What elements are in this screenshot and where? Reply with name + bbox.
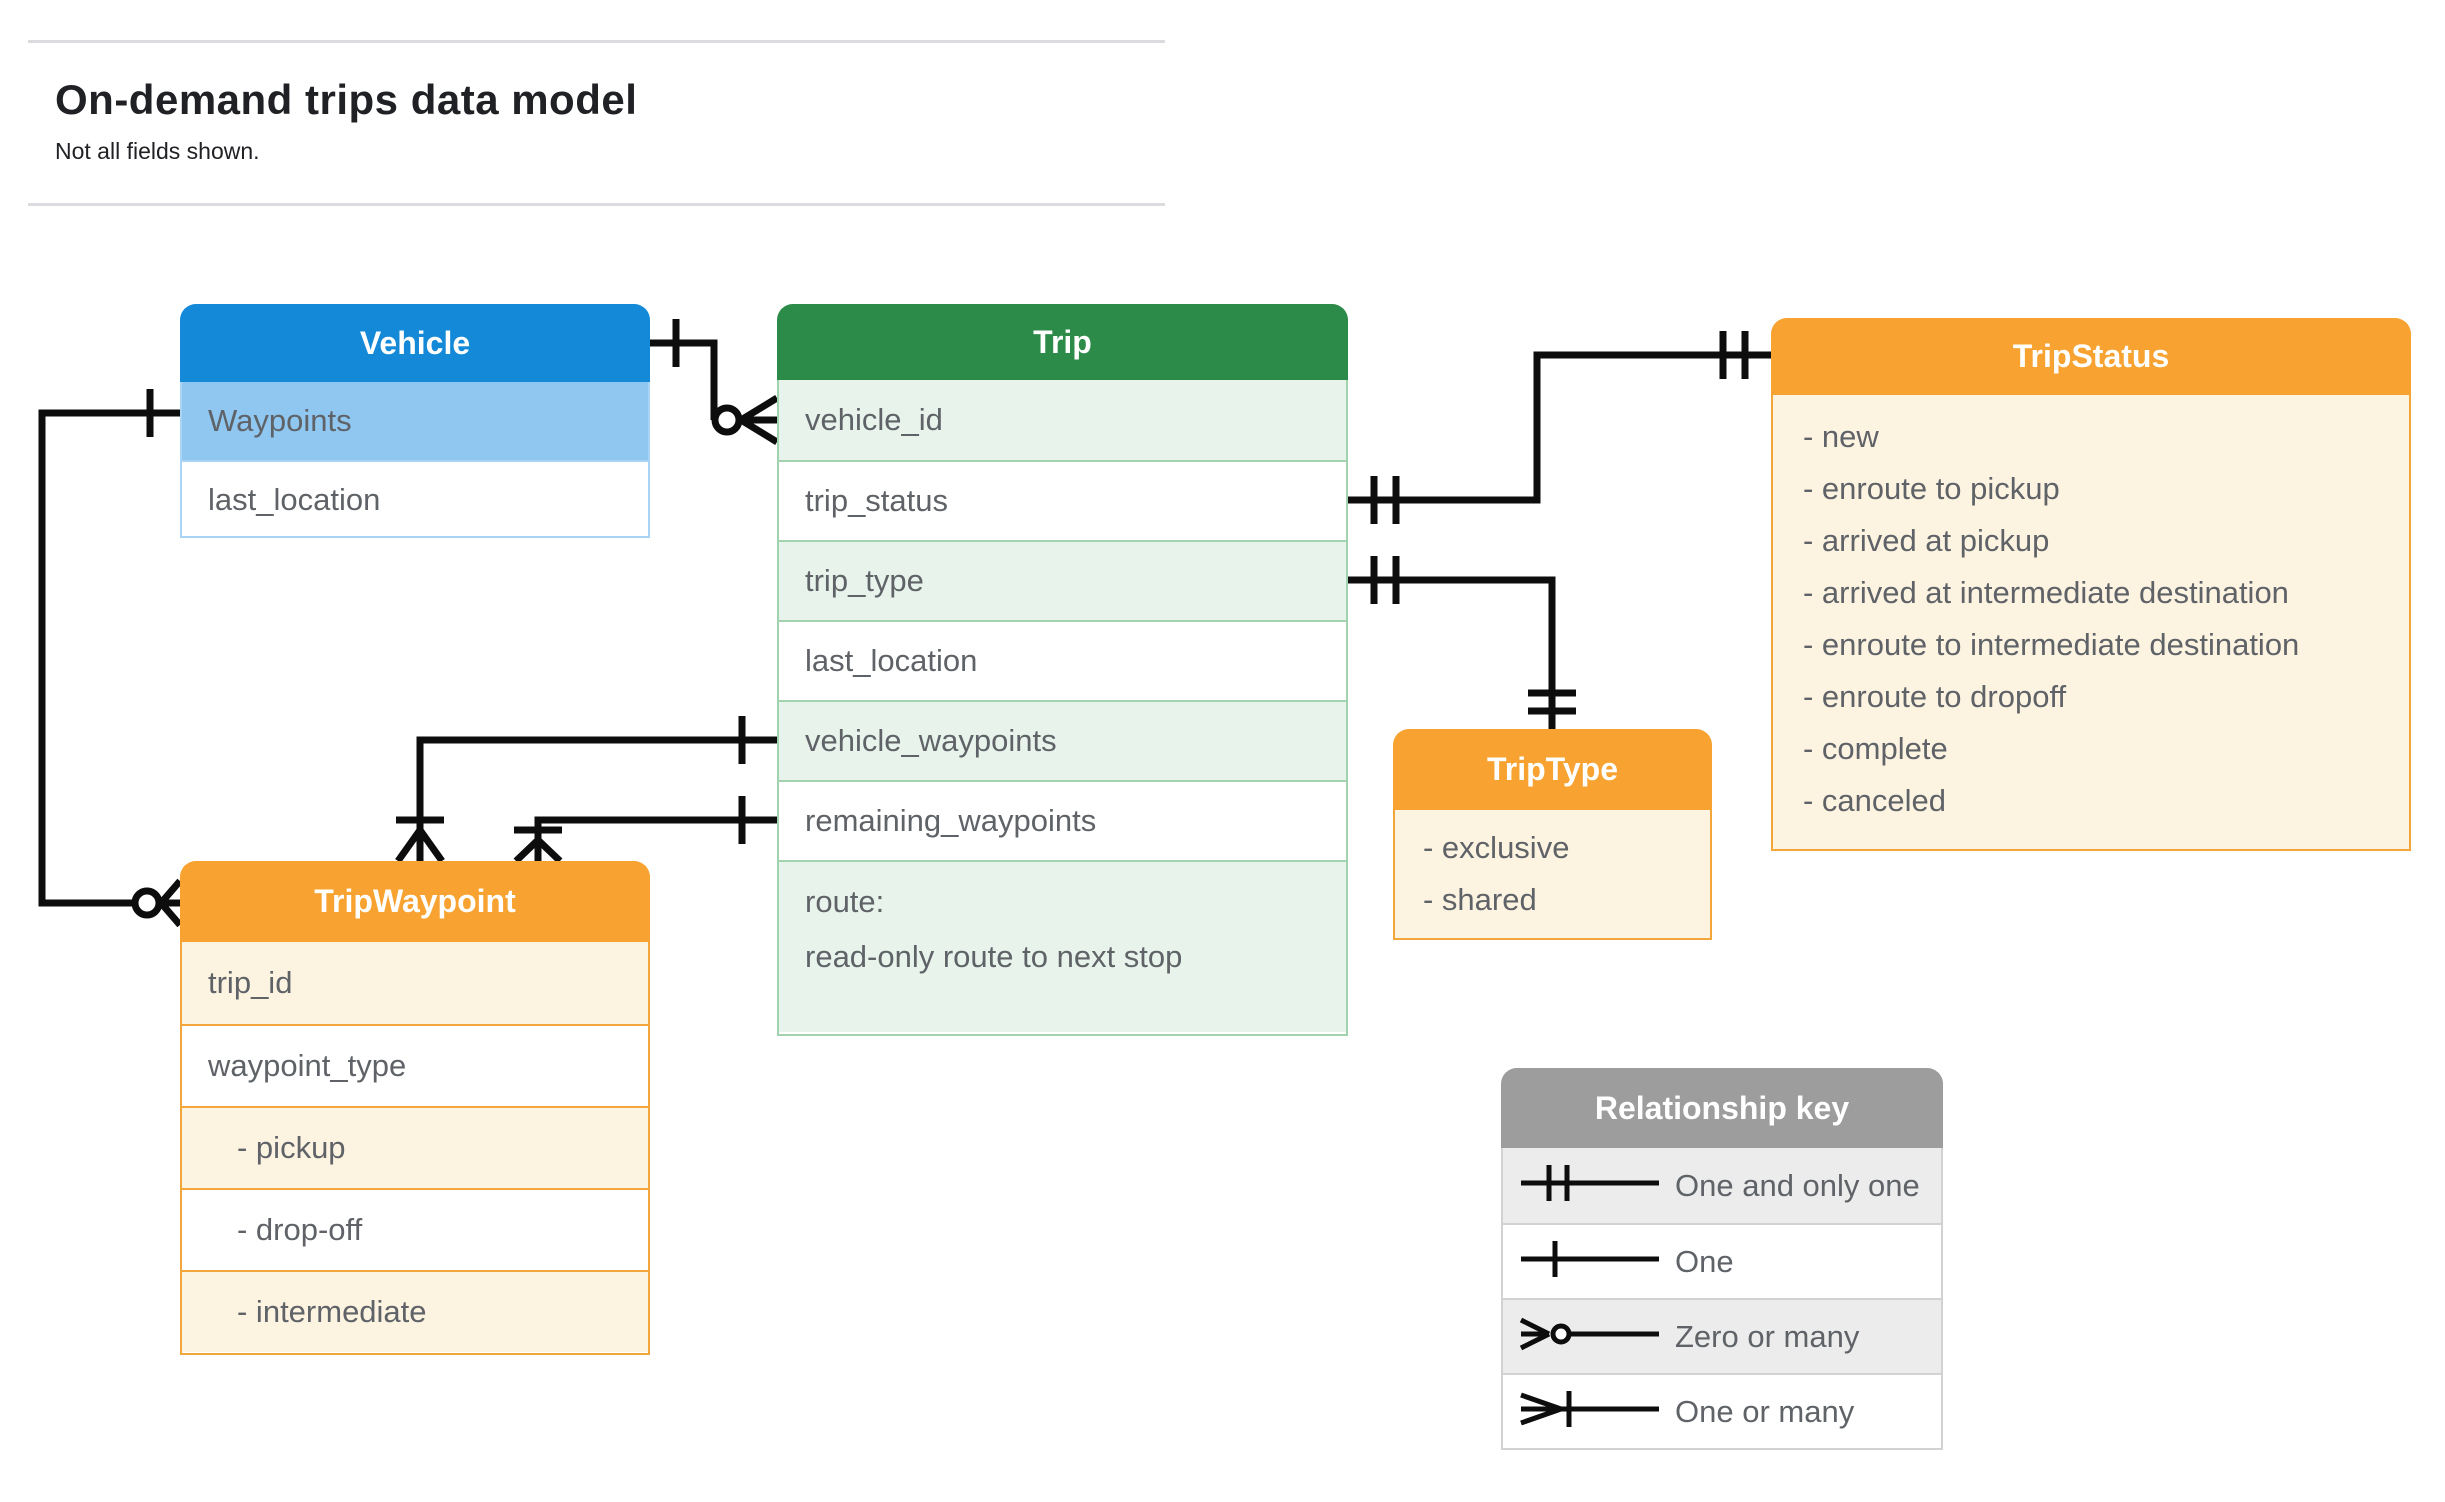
enum-value: - arrived at pickup	[1803, 523, 2050, 558]
entity-title: TripWaypoint	[314, 883, 516, 919]
field-row-remaining-waypoints: remaining_waypoints	[779, 780, 1346, 860]
legend-label: Zero or many	[1675, 1318, 1860, 1354]
entity-vehicle-header: Vehicle	[180, 304, 650, 382]
entity-title: TripStatus	[2012, 338, 2170, 374]
legend-label: One	[1675, 1243, 1734, 1279]
legend-row: One or many	[1503, 1373, 1941, 1448]
field-label: vehicle_id	[805, 402, 943, 437]
one-and-only-one-ticks	[1370, 556, 1400, 604]
field-row-vehicle-id: vehicle_id	[779, 380, 1346, 460]
top-divider	[28, 40, 1165, 43]
connector-remaining-waypoints-field	[513, 796, 777, 864]
page-title: On-demand trips data model	[55, 76, 638, 123]
entity-tripwaypoint-header: TripWaypoint	[180, 861, 650, 942]
connector-vehicle-to-trip	[650, 319, 779, 445]
field-row-trip-status: trip_status	[779, 460, 1346, 540]
relationship-key: Relationship key One and only one One Ze…	[1501, 1068, 1943, 1450]
field-row-waypoint-type: waypoint_type	[182, 1024, 648, 1106]
field-label: Waypoints	[208, 403, 352, 438]
enum-value: - exclusive	[1423, 830, 1570, 865]
route-label: route:	[805, 884, 885, 919]
one-symbol	[1503, 1235, 1675, 1288]
enum-value: - arrived at intermediate destination	[1803, 575, 2289, 610]
enum-value: - enroute to pickup	[1803, 471, 2060, 506]
field-row-last-location: last_location	[182, 460, 648, 538]
entity-trip: Trip vehicle_id trip_status trip_type la…	[777, 304, 1348, 1036]
enum-row-drop-off: - drop-off	[182, 1188, 648, 1270]
field-label: vehicle_waypoints	[805, 723, 1057, 758]
zero-circle	[131, 887, 163, 919]
entity-tripstatus: TripStatus - new - enroute to pickup - a…	[1771, 318, 2411, 851]
legend-label: One and only one	[1675, 1167, 1920, 1203]
route-description: read-only route to next stop	[805, 939, 1183, 974]
triptype-values: - exclusive - shared	[1395, 810, 1710, 938]
field-label: last_location	[208, 482, 381, 517]
one-and-only-one-ticks	[1370, 476, 1400, 524]
field-label: last_location	[805, 643, 978, 678]
enum-value: - pickup	[237, 1130, 346, 1165]
one-and-only-one-symbol	[1503, 1159, 1675, 1212]
field-label: remaining_waypoints	[805, 803, 1097, 838]
crow-foot	[739, 395, 779, 445]
enum-value: - enroute to dropoff	[1803, 679, 2067, 714]
enum-row-pickup: - pickup	[182, 1106, 648, 1188]
relationship-key-header: Relationship key	[1501, 1068, 1943, 1148]
entity-triptype-header: TripType	[1393, 729, 1712, 810]
field-row-waypoints: Waypoints	[182, 382, 648, 460]
connector-vehicle-waypoints-field	[395, 716, 777, 864]
enum-value: - drop-off	[237, 1212, 363, 1247]
entity-title: Vehicle	[359, 324, 471, 361]
legend-row: Zero or many	[1503, 1298, 1941, 1373]
bottom-divider	[28, 203, 1165, 206]
legend-row: One and only one	[1503, 1148, 1941, 1223]
field-row-last-location: last_location	[779, 620, 1346, 700]
field-label: trip_status	[805, 483, 949, 518]
entity-trip-header: Trip	[777, 304, 1348, 380]
entity-title: TripType	[1487, 751, 1618, 787]
tripstatus-values: - new - enroute to pickup - arrived at p…	[1773, 395, 2409, 849]
entity-tripwaypoint: TripWaypoint trip_id waypoint_type - pic…	[180, 861, 650, 1355]
field-row-trip-id: trip_id	[182, 942, 648, 1024]
legend-title: Relationship key	[1594, 1089, 1850, 1126]
connector-waypoints-to-tripwaypoint	[38, 389, 183, 928]
one-and-only-one-ticks	[1719, 331, 1749, 379]
zero-circle	[711, 404, 743, 436]
enum-value: - shared	[1423, 882, 1537, 917]
field-label: waypoint_type	[208, 1048, 407, 1083]
field-label: trip_id	[208, 965, 293, 1000]
legend-row: One	[1503, 1223, 1941, 1298]
entity-vehicle: Vehicle Waypoints last_location	[180, 304, 650, 538]
one-and-only-one-ticks	[1528, 689, 1576, 715]
entity-title: Trip	[1033, 323, 1092, 360]
enum-value: - complete	[1803, 731, 1948, 766]
entity-tripstatus-header: TripStatus	[1771, 318, 2411, 395]
enum-value: - new	[1803, 419, 1879, 454]
field-row-route: route: read-only route to next stop	[779, 860, 1346, 1032]
enum-value: - canceled	[1803, 783, 1947, 818]
crow-foot	[158, 878, 183, 928]
enum-value: - enroute to intermediate destination	[1803, 627, 2300, 662]
entity-triptype: TripType - exclusive - shared	[1393, 729, 1712, 940]
crow-foot	[513, 837, 563, 864]
connector-tripstatus	[1348, 331, 1771, 524]
enum-value: - intermediate	[237, 1294, 427, 1329]
legend-label: One or many	[1675, 1393, 1855, 1429]
enum-row-intermediate: - intermediate	[182, 1270, 648, 1352]
connector-triptype	[1348, 556, 1576, 729]
field-row-trip-type: trip_type	[779, 540, 1346, 620]
one-or-many-symbol	[1503, 1385, 1675, 1438]
field-label: trip_type	[805, 563, 924, 598]
zero-or-many-symbol	[1503, 1310, 1675, 1363]
crow-foot	[395, 827, 445, 864]
field-row-vehicle-waypoints: vehicle_waypoints	[779, 700, 1346, 780]
page-subtitle: Not all fields shown.	[55, 138, 260, 164]
